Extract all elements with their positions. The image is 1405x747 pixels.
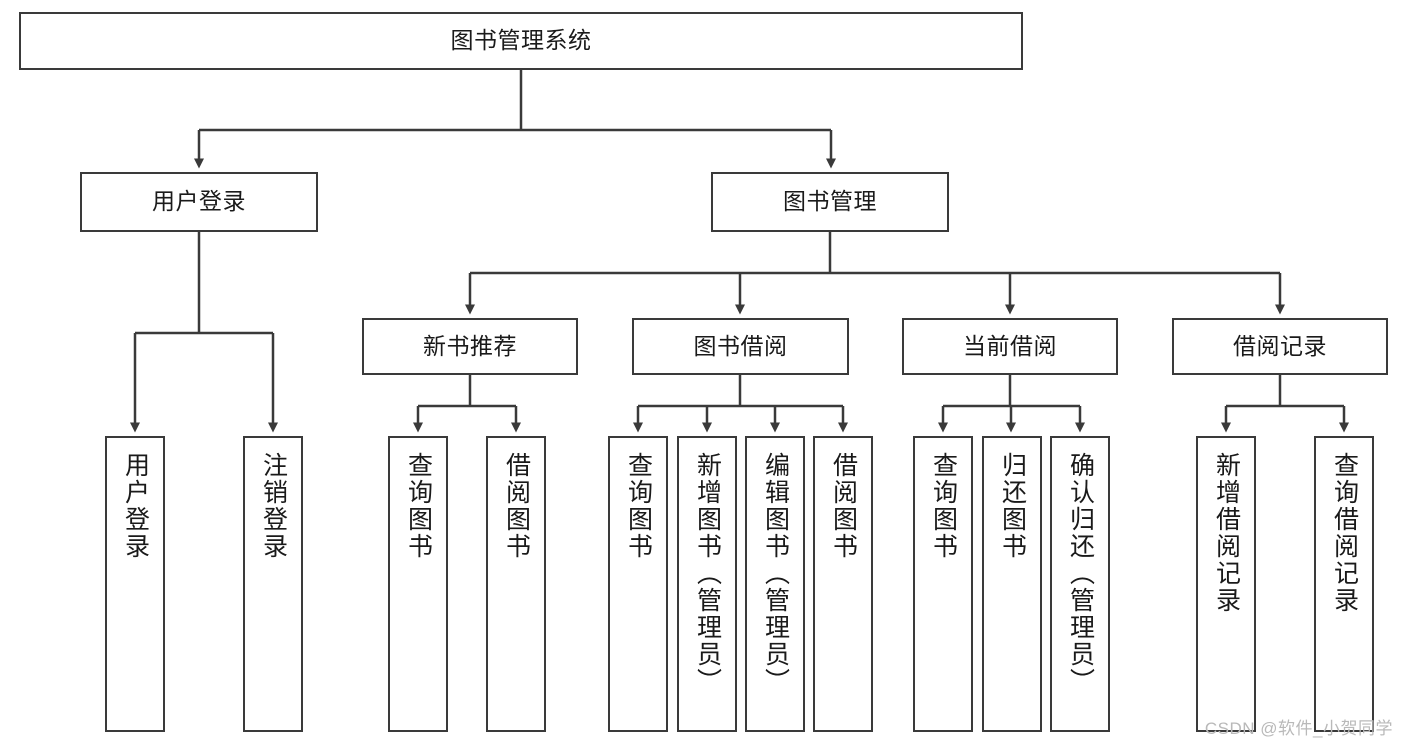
node-leaf-logout-label: 注销登录 xyxy=(259,452,288,560)
node-new-book-recommend-label: 新书推荐 xyxy=(423,332,517,359)
node-leaf-query-book-current[interactable]: 查询图书 xyxy=(913,436,973,732)
node-leaf-user-login[interactable]: 用户登录 xyxy=(105,436,165,732)
node-leaf-edit-book[interactable]: 编辑图书（管理员） xyxy=(745,436,805,732)
node-leaf-return-book[interactable]: 归还图书 xyxy=(982,436,1042,732)
node-leaf-add-book-label: 新增图书（管理员） xyxy=(693,452,722,695)
node-book-management-label: 图书管理 xyxy=(783,188,877,215)
node-leaf-logout[interactable]: 注销登录 xyxy=(243,436,303,732)
node-leaf-borrow-book-label: 借阅图书 xyxy=(829,452,858,560)
node-leaf-query-borrow-record-label: 查询借阅记录 xyxy=(1330,452,1359,614)
node-leaf-query-book-recommend-label: 查询图书 xyxy=(404,452,433,560)
node-leaf-user-login-label: 用户登录 xyxy=(121,452,150,560)
node-root-label: 图书管理系统 xyxy=(450,27,592,54)
node-leaf-add-borrow-record-label: 新增借阅记录 xyxy=(1212,452,1241,614)
node-leaf-query-book-borrow-label: 查询图书 xyxy=(624,452,653,560)
node-current-borrow-label: 当前借阅 xyxy=(963,332,1057,359)
node-leaf-borrow-book[interactable]: 借阅图书 xyxy=(813,436,873,732)
node-root[interactable]: 图书管理系统 xyxy=(19,12,1023,70)
node-leaf-return-book-label: 归还图书 xyxy=(998,452,1027,560)
node-book-borrow[interactable]: 图书借阅 xyxy=(632,318,849,375)
node-leaf-query-book-borrow[interactable]: 查询图书 xyxy=(608,436,668,732)
node-borrow-records-label: 借阅记录 xyxy=(1233,332,1327,359)
node-borrow-records[interactable]: 借阅记录 xyxy=(1172,318,1388,375)
node-new-book-recommend[interactable]: 新书推荐 xyxy=(362,318,578,375)
node-leaf-edit-book-label: 编辑图书（管理员） xyxy=(761,452,790,695)
node-book-management[interactable]: 图书管理 xyxy=(711,172,949,232)
node-leaf-borrow-book-recommend[interactable]: 借阅图书 xyxy=(486,436,546,732)
node-leaf-query-book-current-label: 查询图书 xyxy=(929,452,958,560)
node-leaf-add-book[interactable]: 新增图书（管理员） xyxy=(677,436,737,732)
node-user-login[interactable]: 用户登录 xyxy=(80,172,318,232)
node-current-borrow[interactable]: 当前借阅 xyxy=(902,318,1118,375)
node-leaf-query-borrow-record[interactable]: 查询借阅记录 xyxy=(1314,436,1374,732)
node-leaf-confirm-return[interactable]: 确认归还（管理员） xyxy=(1050,436,1110,732)
node-leaf-borrow-book-recommend-label: 借阅图书 xyxy=(502,452,531,560)
node-leaf-query-book-recommend[interactable]: 查询图书 xyxy=(388,436,448,732)
node-book-borrow-label: 图书借阅 xyxy=(693,332,788,359)
node-user-login-label: 用户登录 xyxy=(152,188,246,215)
watermark: CSDN @软件_小贺同学 xyxy=(1204,719,1393,738)
node-leaf-confirm-return-label: 确认归还（管理员） xyxy=(1066,452,1095,695)
node-leaf-add-borrow-record[interactable]: 新增借阅记录 xyxy=(1196,436,1256,732)
